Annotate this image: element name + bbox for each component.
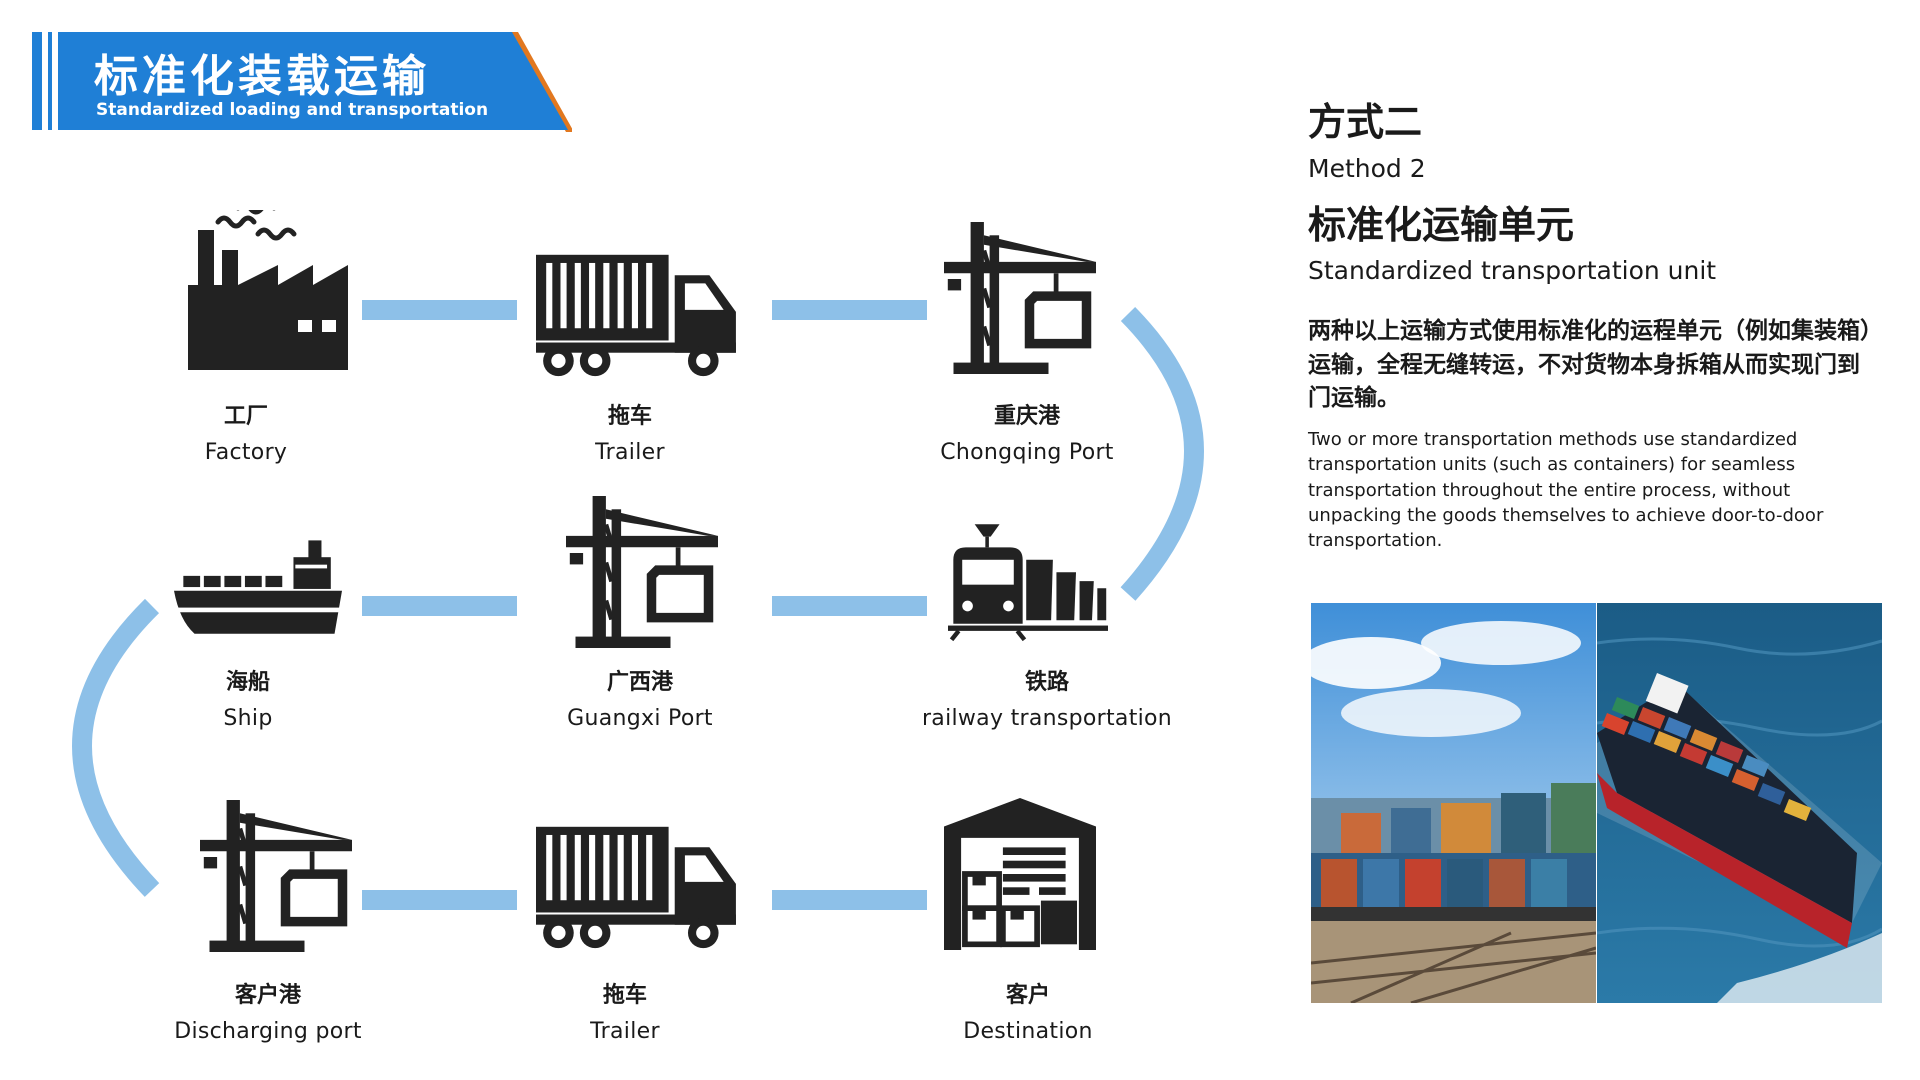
node-label-trailer-2: 拖车 Trailer	[445, 983, 805, 1046]
truck-icon	[536, 826, 736, 949]
node-label-en: Guangxi Port	[567, 706, 713, 732]
node-label-zh: 客户港	[234, 983, 301, 1008]
truck-icon	[536, 254, 736, 377]
train-icon	[948, 524, 1108, 640]
banner-title: 标准化装载运输	[94, 51, 430, 102]
unit-title-en: Standardized transportation unit	[1308, 256, 1717, 286]
method-title-zh: 方式二	[1308, 100, 1423, 144]
connector-arc	[72, 598, 160, 897]
node-label-zh: 重庆港	[993, 404, 1060, 429]
banner-subtitle: Standardized loading and transportation	[96, 100, 489, 120]
node-label-zh: 工厂	[223, 404, 268, 429]
icons	[174, 204, 1108, 952]
container-ship-photo	[1597, 603, 1882, 1003]
connectors	[72, 300, 1204, 910]
node-label-destination: 客户 Destination	[848, 983, 1208, 1046]
node-label-zh: 广西港	[606, 670, 673, 695]
node-label-railway: 铁路 railway transportation	[867, 670, 1227, 733]
ship-icon	[174, 540, 342, 634]
crane-icon	[944, 222, 1096, 374]
description-en: Two or more transportation methods use s…	[1308, 429, 1824, 551]
node-label-factory: 工厂 Factory	[66, 404, 426, 467]
connector-arc	[1120, 306, 1204, 601]
banner-stripe	[42, 32, 48, 130]
node-label-zh: 客户	[1005, 983, 1050, 1008]
crane-icon	[200, 800, 352, 952]
node-label-en: Trailer	[595, 440, 665, 466]
node-label-en: Trailer	[590, 1019, 660, 1045]
connector-bar	[772, 300, 927, 320]
connector-bar	[362, 890, 517, 910]
connector-bar	[772, 890, 927, 910]
connector-bar	[362, 596, 517, 616]
node-label-en: Ship	[223, 706, 273, 732]
factory-icon	[188, 204, 348, 370]
warehouse-icon	[944, 798, 1096, 950]
banner-stripe	[52, 32, 58, 130]
container-train-photo	[1311, 603, 1596, 1003]
node-label-en: Discharging port	[174, 1019, 362, 1045]
node-label-chongqing-port: 重庆港 Chongqing Port	[847, 404, 1207, 467]
flow-diagram	[72, 0, 1204, 1080]
node-label-en: Chongqing Port	[940, 440, 1114, 466]
node-label-en: Factory	[204, 440, 288, 466]
node-label-trailer-1: 拖车 Trailer	[450, 404, 810, 467]
description-zh: 两种以上运输方式使用标准化的运程单元（例如集装箱）运输，全程无缝转运，不对货物本…	[1308, 318, 1872, 411]
method-title-en: Method 2	[1308, 153, 1426, 183]
node-label-zh: 海船	[225, 670, 270, 695]
node-label-en: railway transportation	[921, 706, 1173, 732]
crane-icon	[566, 496, 718, 648]
node-label-guangxi-port: 广西港 Guangxi Port	[460, 670, 820, 733]
node-label-zh: 铁路	[1024, 670, 1069, 695]
connector-bar	[772, 596, 927, 616]
node-label-discharging-port: 客户港 Discharging port	[88, 983, 448, 1046]
node-label-zh: 拖车	[607, 404, 652, 429]
info-panel: 方式二 Method 2 标准化运输单元 Standardized transp…	[1308, 100, 1888, 553]
node-label-ship: 海船 Ship	[68, 670, 428, 733]
node-label-en: Destination	[963, 1019, 1093, 1045]
unit-title-zh: 标准化运输单元	[1308, 202, 1575, 247]
connector-bar	[362, 300, 517, 320]
header-banner: 标准化装载运输 Standardized loading and transpo…	[32, 32, 568, 130]
node-label-zh: 拖车	[602, 983, 647, 1008]
